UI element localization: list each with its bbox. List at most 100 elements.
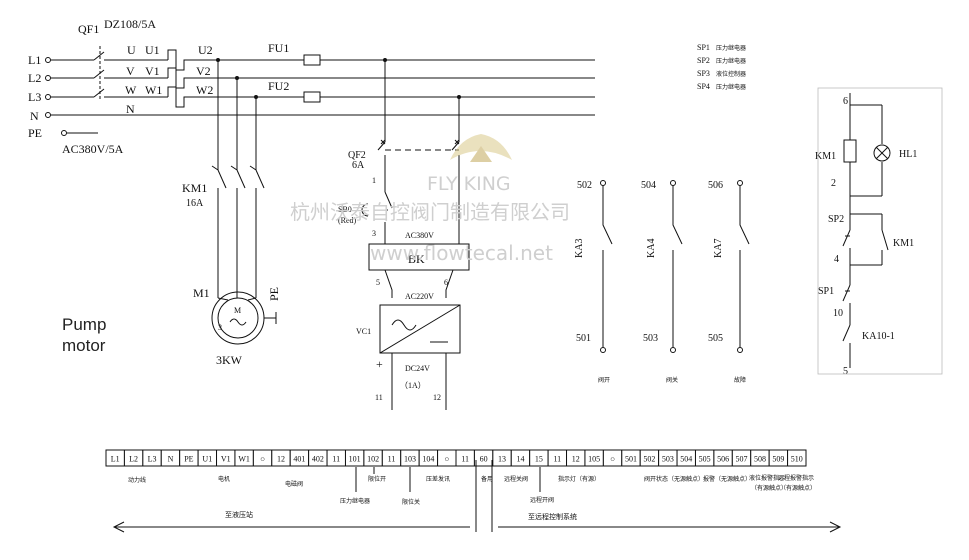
terminal-notes: 动力线 电机 电磁阀 压力继电器 限位开 限位关 压差发讯 备用 远程关阀 远程… [128,474,816,506]
terminal-label: 503 [662,455,674,464]
ka3-top-node: 502 [577,180,592,191]
hl1-lamp [873,144,891,162]
right-ka10-label: KA10-1 [862,331,895,342]
right-km1-coil-label: KM1 [815,151,836,162]
fu1-label: FU1 [268,41,289,55]
ka3-note: 阀开 [598,376,610,384]
sp-legend: SP1 压力继电器 SP2 压力继电器 SP3 液位控制器 SP4 压力继电器 [697,43,746,91]
dc24-label: DC24V [405,364,430,373]
note-remote-alarm-sub: （有源触点） [780,484,816,492]
to-hydraulic-station: 至液压站 [225,510,253,519]
vc1-label: VC1 [356,327,371,336]
terminal-label: V1 [221,455,231,464]
terminal-label: 12 [572,455,580,464]
ka3-label: KA3 [574,239,585,258]
to-remote-control: 至远程控制系统 [528,512,577,521]
right-hl1-label: HL1 [899,149,917,160]
terminal-label: 501 [625,455,637,464]
note-power-line: 动力线 [128,476,146,484]
terminal-label: 103 [404,455,416,464]
note-level-alarm: 液位报警指示 [749,474,785,482]
ka4-bottom-node: 503 [643,333,658,344]
terminal-label: 60 [480,455,488,464]
motor-pe-label: PE [267,287,281,301]
ka7-bottom-node: 505 [708,333,723,344]
legend-sp2-desc: 压力继电器 [716,57,746,65]
terminal-label: 14 [516,455,524,464]
legend-sp3-desc: 液位控制器 [716,70,746,78]
phase-u: U [127,43,136,57]
ka4-label: KA4 [646,239,657,258]
motor-winding-number: 3 [218,323,222,332]
km1-coil [843,139,857,163]
terminal-label: 11 [332,455,340,464]
right-node-4: 4 [834,254,839,265]
node-3: 3 [372,229,376,238]
phase-v1: V1 [145,64,160,78]
km1-contactor-rating: 16A [186,198,204,209]
contactor-drops [211,60,265,298]
note-valve-open-state: 阀开状态（无源触点） [644,475,704,483]
qf2-rating: 6A [352,160,365,171]
terminal-label: 11 [388,455,396,464]
bottom-arrows [112,460,842,533]
terminal-label: 11 [553,455,561,464]
ac380-label: AC380V [405,231,434,240]
ka4-top-node: 504 [641,180,656,191]
ka4-note: 阀关 [666,376,678,384]
fu2-label: FU2 [268,79,289,93]
note-solenoid: 电磁阀 [285,480,303,488]
note-level-alarm-sub: （有源触点） [751,484,787,492]
node-11: 11 [375,393,383,402]
right-node-5: 5 [843,366,848,377]
qf2-breaker [361,60,460,244]
terminal-label: 102 [367,455,379,464]
terminal-label: 506 [717,455,729,464]
terminal-label: 508 [754,455,766,464]
fu2-symbol [303,91,321,103]
node-6: 6 [444,278,448,287]
ka3-bottom-node: 501 [576,333,591,344]
supply-l2: L2 [28,71,41,85]
terminal-label: 401 [293,455,305,464]
terminal-label: U1 [202,455,212,464]
note-limit-close: 限位关 [402,498,420,506]
motor-m1-label: M1 [193,286,210,300]
legend-sp3-code: SP3 [697,69,710,78]
terminal-label: L1 [111,455,120,464]
right-node-6: 6 [843,96,848,107]
phase-u1: U1 [145,43,160,57]
phase-u2: U2 [198,43,213,57]
qf1-breaker-symbol [93,46,120,100]
terminal-label: 507 [736,455,748,464]
flyking-logo [450,134,512,162]
legend-sp4-code: SP4 [697,82,710,91]
watermark-brand: FLY KING [427,173,511,195]
terminal-label: PE [184,455,193,464]
note-alarm: 报警（无源触点） [703,475,751,483]
supply-pe: PE [28,126,42,140]
watermark-company: 杭州沃泰自控阀门制造有限公司 [290,200,570,224]
note-remote-close: 远程关阀 [504,475,528,483]
phase-v2: V2 [196,64,211,78]
dc-current: （1A） [400,381,426,390]
terminal-label: N [168,455,174,464]
note-spare: 备用 [481,475,493,483]
phase-w2: W2 [196,83,213,97]
bk-output-wires [384,269,454,298]
right-sp1-label: SP1 [818,286,834,297]
supply-wires [51,59,595,134]
watermark-url: www.flowtecal.net [370,241,553,265]
note-pressure-relay: 压力继电器 [340,497,370,505]
sb0-label: SB0 [338,205,352,214]
node-1: 1 [372,176,376,185]
relay-ka7: 506 505 KA7 故障 [708,180,750,384]
ac220-label: AC220V [405,292,434,301]
terminal-label: ○ [260,455,265,464]
right-circuit-frame [817,87,943,375]
right-control-circuit [842,93,889,368]
pump-label-line1: Pump [62,315,106,334]
qf1-label: QF1 [78,22,99,36]
